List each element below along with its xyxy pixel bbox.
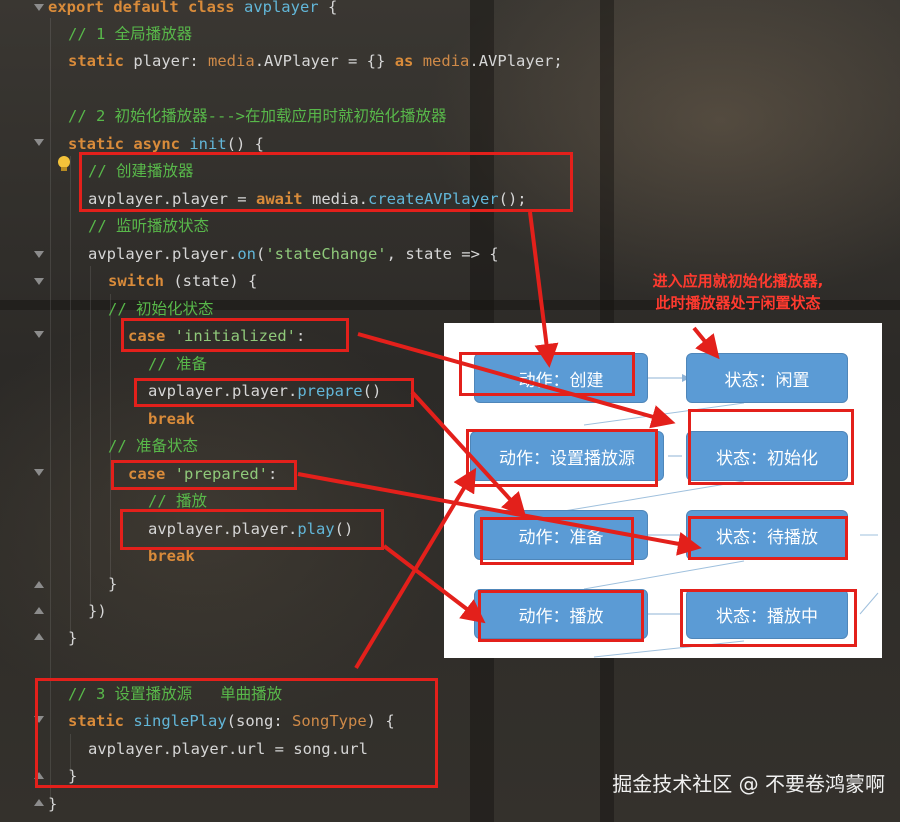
code-line: // 初始化状态 (108, 300, 214, 318)
highlight-single-play (35, 678, 438, 788)
highlight-case-prepared (111, 460, 297, 490)
code-line: // 播放 (148, 492, 207, 510)
fold-toggle-icon[interactable] (34, 251, 44, 258)
watermark-text: 掘金技术社区 @ 不要卷鸿蒙啊 (612, 772, 885, 796)
connector-line (859, 592, 879, 615)
code-line: break (148, 547, 195, 565)
indent-guide (90, 266, 91, 606)
fold-toggle-icon[interactable] (34, 331, 44, 338)
fold-toggle-icon[interactable] (34, 278, 44, 285)
highlight-node-state-initialized (688, 409, 854, 485)
code-line: // 3 设置播放源 单曲播放 (68, 685, 283, 703)
node-action-play: 动作：播放 (474, 589, 648, 639)
highlight-case-initialized (121, 318, 349, 352)
node-state-initialized: 状态：初始化 (686, 431, 848, 481)
background-beam (0, 300, 900, 310)
fold-toggle-icon[interactable] (34, 772, 44, 779)
highlight-node-action-set-source (466, 429, 658, 487)
code-line: // 准备状态 (108, 437, 198, 455)
code-line: } (108, 575, 118, 593)
code-line: } (48, 795, 58, 813)
code-line: // 监听播放状态 (88, 217, 209, 235)
arrow-play-to-action (382, 544, 486, 624)
arrow-singleplay-to-set-source (354, 467, 477, 670)
fold-toggle-icon[interactable] (34, 607, 44, 614)
fold-toggle-icon[interactable] (34, 469, 44, 476)
connector-line (593, 640, 745, 658)
indent-guide (110, 294, 111, 580)
connector-line (563, 480, 745, 512)
fold-toggle-icon[interactable] (34, 139, 44, 146)
code-line: avplayer.player.play() (148, 520, 354, 538)
highlight-node-action-prepare (480, 517, 634, 565)
arrow-prepared-to-state (297, 472, 702, 556)
connector-line (583, 560, 745, 590)
node-state-idle: 状态：闲置 (686, 353, 848, 403)
code-line: // 2 初始化播放器--->在加载应用时就初始化播放器 (68, 107, 447, 125)
code-line: avplayer.player.on('stateChange', state … (88, 245, 499, 263)
code-line: avplayer.player = await media.createAVPl… (88, 190, 527, 208)
code-line: switch (state) { (108, 272, 258, 290)
annotation-callout: 进入应用就初始化播放器, 此时播放器处于闲置状态 (618, 270, 858, 314)
code-line: avplayer.player.prepare() (148, 382, 382, 400)
code-line: static singlePlay(song: SongType) { (68, 712, 395, 730)
indent-guide (70, 156, 71, 634)
callout-line-2: 此时播放器处于闲置状态 (655, 294, 821, 312)
code-line: case 'prepared': (128, 465, 278, 483)
code-line: static async init() { (68, 135, 264, 153)
arrow-create-to-node (528, 211, 559, 368)
arrow-prepare-to-action (410, 390, 527, 517)
code-line: // 1 全局播放器 (68, 25, 193, 43)
code-line: case 'initialized': (128, 327, 306, 345)
code-line: export default class avplayer { (48, 0, 338, 16)
code-line: static player: media.AVPlayer = {} as me… (68, 52, 563, 70)
code-line: // 准备 (148, 355, 207, 373)
code-line: } (68, 767, 78, 785)
code-line: avplayer.player.url = song.url (88, 740, 368, 758)
indent-guide (70, 734, 71, 774)
code-line: }) (88, 602, 107, 620)
code-line: break (148, 410, 195, 428)
arrow-initialized-to-state (357, 332, 676, 429)
fold-toggle-icon[interactable] (34, 581, 44, 588)
fold-toggle-icon[interactable] (34, 799, 44, 806)
fold-toggle-icon[interactable] (34, 633, 44, 640)
code-line: } (68, 629, 78, 647)
code-line: // 创建播放器 (88, 162, 194, 180)
highlight-create-player (79, 152, 573, 212)
highlight-node-state-playing (680, 589, 857, 647)
highlight-play-call (120, 509, 384, 550)
arrow-callout-to-idle (692, 326, 720, 360)
callout-line-1: 进入应用就初始化播放器, (652, 272, 824, 290)
editor-gutter (0, 0, 46, 822)
fold-toggle-icon[interactable] (34, 4, 44, 11)
fold-toggle-icon[interactable] (34, 716, 44, 723)
indent-guide (50, 18, 51, 802)
lightbulb-icon[interactable] (58, 156, 70, 172)
